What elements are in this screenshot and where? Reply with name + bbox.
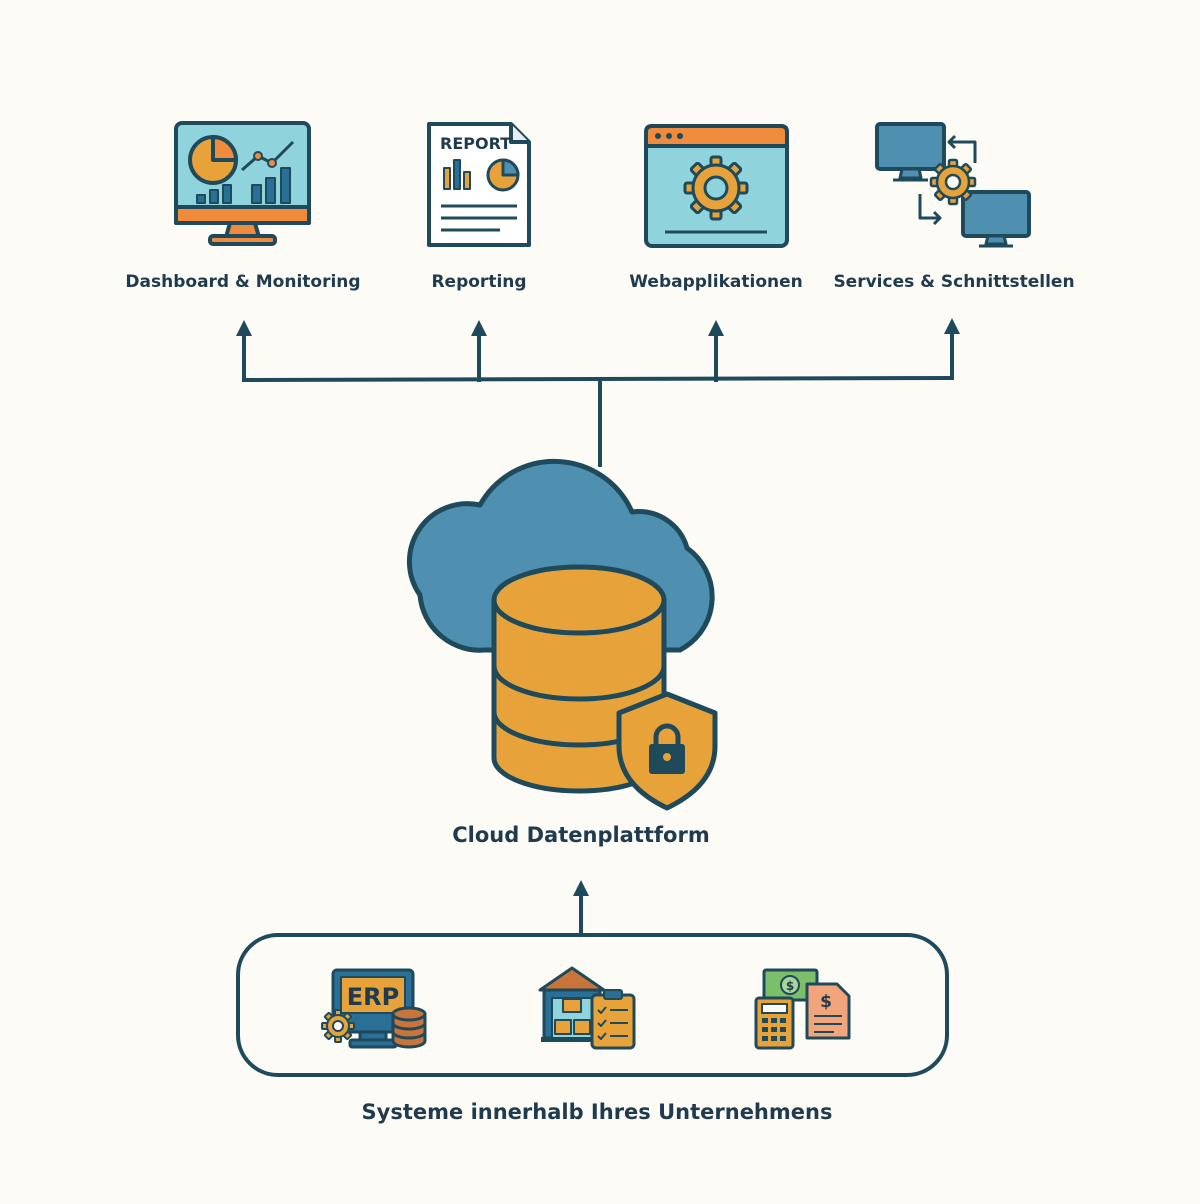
label-cloud-datenplattform: Cloud Datenplattform bbox=[452, 823, 710, 847]
svg-text:$: $ bbox=[786, 979, 794, 993]
services-interfaces-icon bbox=[875, 122, 1031, 248]
web-app-gear-icon bbox=[644, 124, 789, 248]
label-sources: Systeme innerhalb Ihres Unternehmens bbox=[361, 1100, 833, 1124]
erp-icon-text: ERP bbox=[347, 983, 399, 1011]
label-dashboard-monitoring: Dashboard & Monitoring bbox=[125, 272, 361, 292]
distribution-line bbox=[241, 375, 955, 383]
label-services-schnittstellen: Services & Schnittstellen bbox=[833, 272, 1075, 292]
sources-container bbox=[236, 933, 949, 1077]
report-document-icon: REPORT bbox=[427, 122, 531, 247]
top-connectors bbox=[236, 318, 960, 467]
label-reporting: Reporting bbox=[431, 272, 527, 292]
finance-accounting-icon: $ $ bbox=[754, 968, 851, 1050]
warehouse-checklist-icon bbox=[538, 966, 636, 1050]
report-icon-text: REPORT bbox=[440, 134, 511, 153]
dashboard-monitor-icon bbox=[174, 121, 311, 246]
erp-system-icon: ERP bbox=[321, 968, 427, 1049]
label-webapplikationen: Webapplikationen bbox=[629, 272, 803, 292]
cloud-database-lock-icon bbox=[406, 458, 718, 811]
lock-shield-icon bbox=[616, 691, 718, 811]
svg-text:$: $ bbox=[820, 992, 832, 1012]
